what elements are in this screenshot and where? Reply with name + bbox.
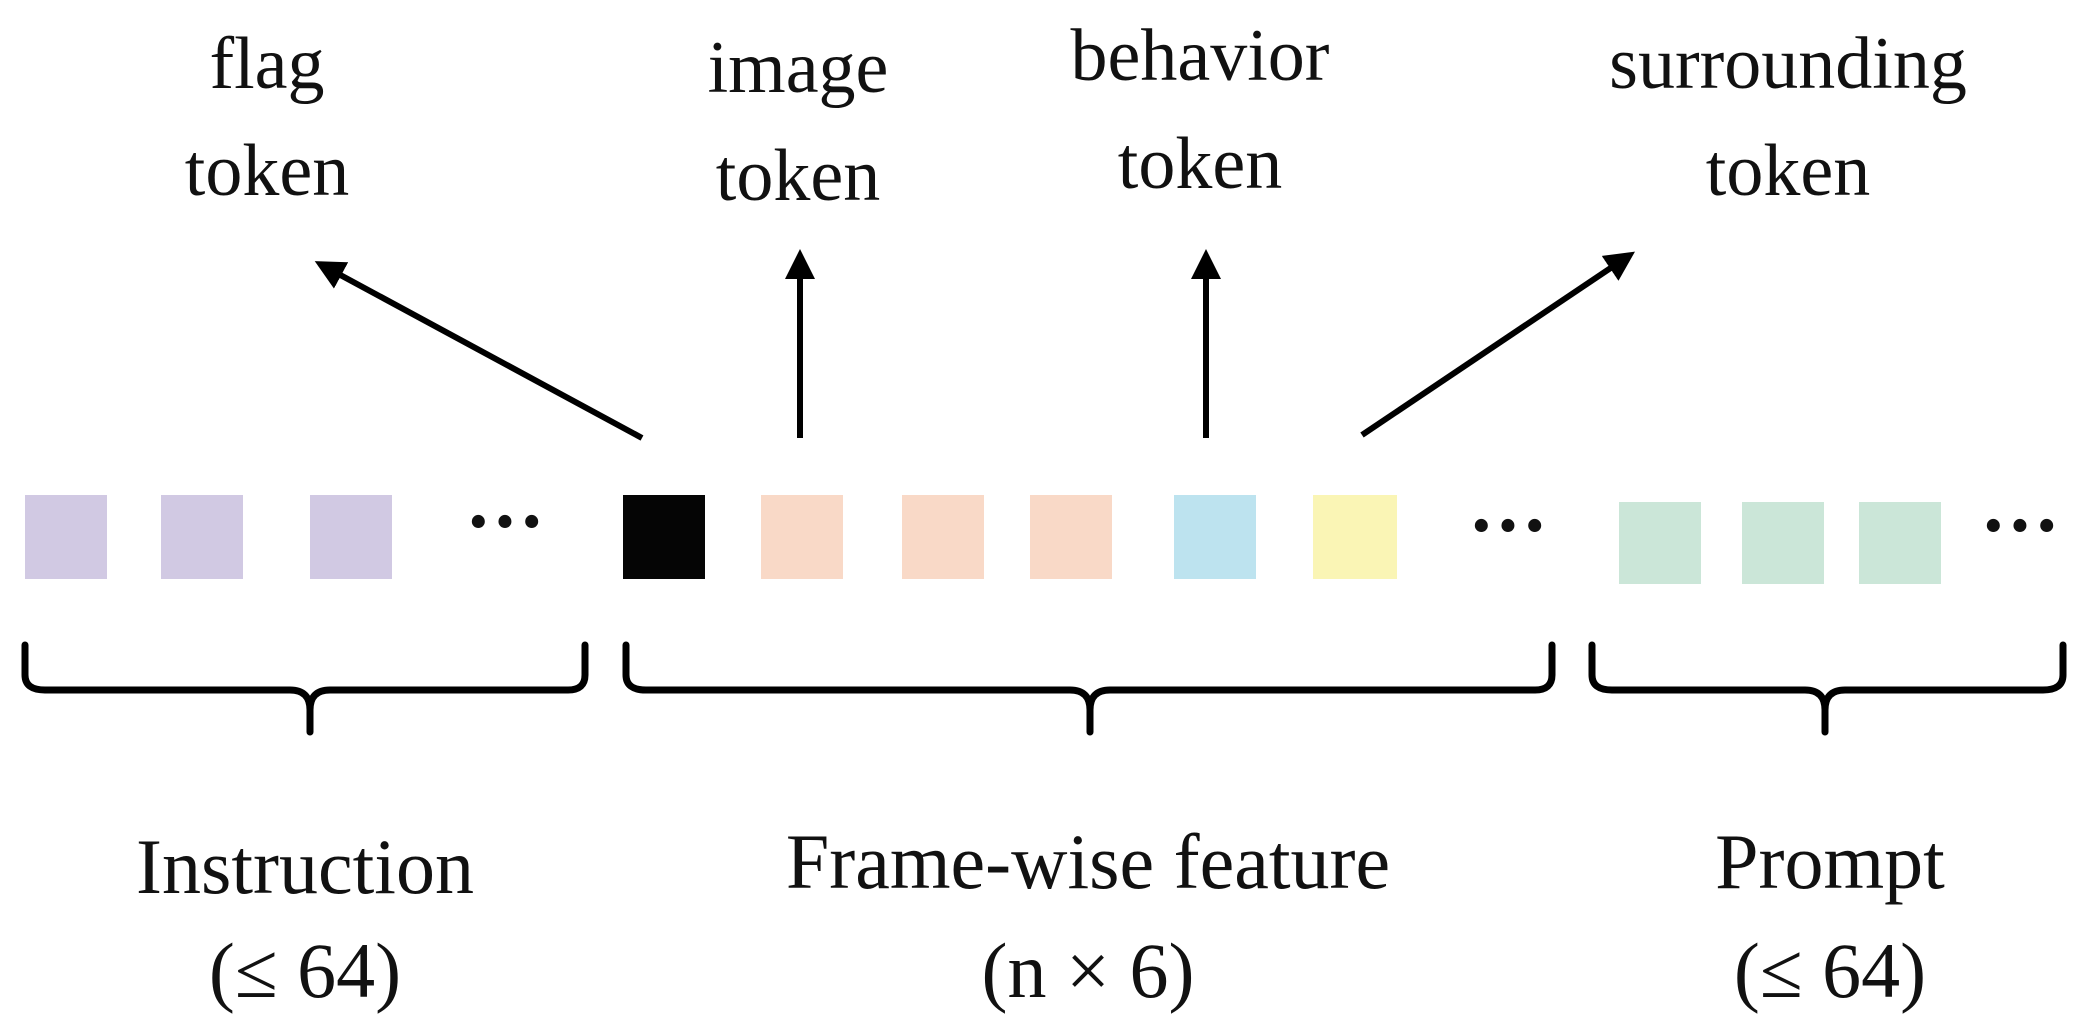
surrounding-arrow bbox=[1360, 251, 1635, 438]
frame-label: Frame-wise feature bbox=[786, 818, 1390, 905]
surrounding-token-label: surrounding token bbox=[1609, 23, 1967, 212]
prompt-brace bbox=[1588, 641, 2067, 736]
image-token-label-line2: token bbox=[716, 135, 880, 217]
prompt-count: (≤ 64) bbox=[1734, 927, 1926, 1014]
instruction-brace bbox=[21, 641, 589, 736]
frame-brace bbox=[622, 641, 1556, 736]
flag-token bbox=[623, 495, 705, 579]
frame-ellipsis: ··· bbox=[1468, 482, 1548, 570]
surrounding-token-label-line2: token bbox=[1706, 130, 1870, 212]
prompt-token bbox=[1859, 502, 1941, 584]
instruction-token bbox=[310, 495, 392, 579]
flag-token-label: flag token bbox=[185, 23, 349, 212]
instruction-label: Instruction bbox=[136, 823, 474, 910]
surrounding-token bbox=[1313, 495, 1397, 579]
prompt-ellipsis: ··· bbox=[1980, 482, 2060, 570]
prompt-label: Prompt bbox=[1715, 818, 1945, 905]
frame-count: (n × 6) bbox=[982, 927, 1195, 1014]
surrounding-token-label-line1: surrounding bbox=[1609, 23, 1967, 105]
flag-token-label-line2: token bbox=[185, 130, 349, 212]
flag-token-label-line1: flag bbox=[209, 23, 324, 105]
image-token bbox=[1030, 495, 1112, 579]
image-token-label: image token bbox=[708, 27, 889, 217]
prompt-token bbox=[1742, 502, 1824, 584]
behavior-token-label: behavior token bbox=[1071, 15, 1330, 205]
instruction-token bbox=[25, 495, 107, 579]
behavior-token-label-line1: behavior bbox=[1071, 15, 1330, 97]
instruction-token bbox=[161, 495, 243, 579]
image-token-label-line1: image bbox=[708, 27, 889, 109]
behavior-token-label-line2: token bbox=[1118, 123, 1282, 205]
prompt-token bbox=[1619, 502, 1701, 584]
flag-arrow bbox=[314, 261, 644, 441]
instruction-ellipsis: ··· bbox=[465, 478, 545, 566]
behavior-token bbox=[1174, 495, 1256, 579]
image-token bbox=[902, 495, 984, 579]
image-token bbox=[761, 495, 843, 579]
instruction-count: (≤ 64) bbox=[209, 927, 401, 1014]
